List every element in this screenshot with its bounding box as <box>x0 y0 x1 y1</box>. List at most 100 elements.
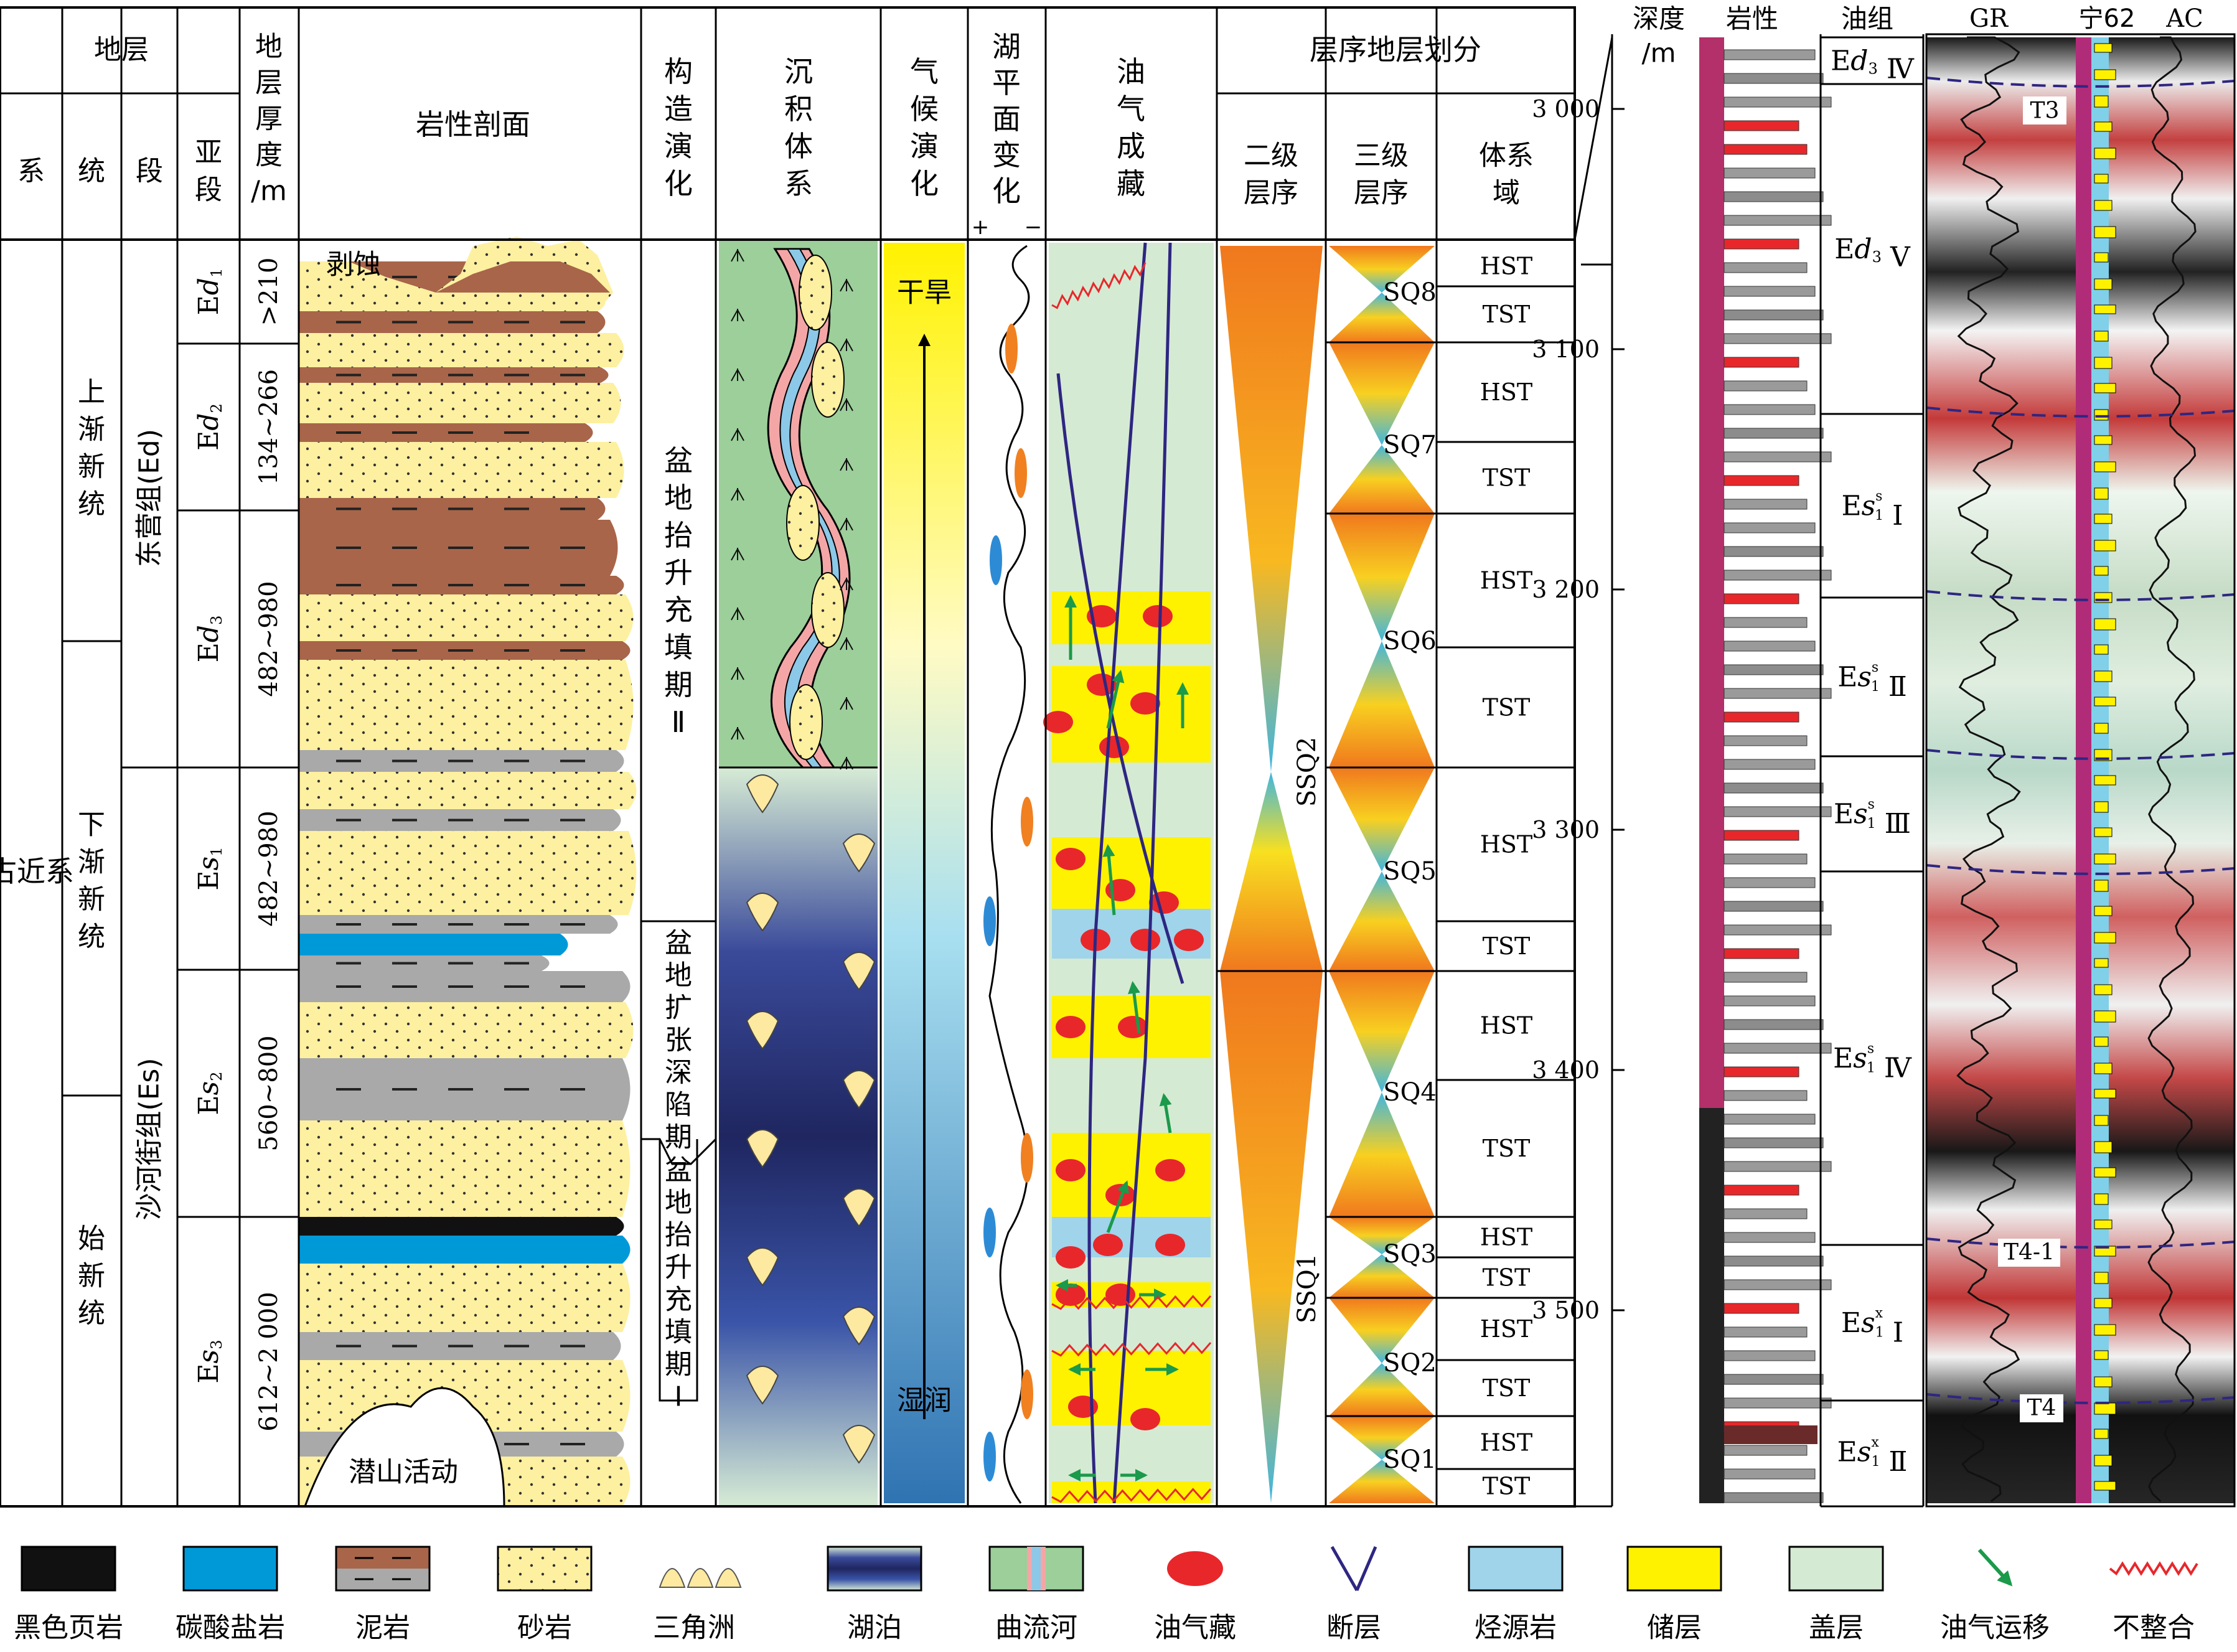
grass-mark <box>840 518 853 531</box>
well-stick-reservoir <box>2094 252 2109 263</box>
header-lithology: 岩性剖面 <box>416 108 530 141</box>
well-stick-magenta <box>2076 37 2091 1503</box>
tectonic-uplift-2: Ⅱ <box>672 705 686 739</box>
buried-hill-label: 潜山活动 <box>349 1457 458 1488</box>
delta-lobe <box>842 1425 876 1464</box>
oil-pool-marker <box>1130 692 1160 715</box>
formation-shahejie: 沙河街组(Es) <box>134 1058 166 1220</box>
well-bed <box>1723 664 1824 675</box>
oil-pool-marker <box>1056 1016 1086 1038</box>
tectonic-rift: 扩 <box>665 992 692 1024</box>
well-bed <box>1723 1161 1832 1172</box>
well-bed <box>1723 641 1816 652</box>
unconformity-wave <box>1051 1488 1212 1503</box>
well-bed <box>1723 546 1824 557</box>
header-sedimentary: 沉 <box>784 55 813 88</box>
sq-upper <box>1329 342 1435 445</box>
legend-label-delta: 三角洲 <box>653 1612 735 1644</box>
legend-label-sand: 砂岩 <box>517 1612 572 1644</box>
delta-lobe <box>746 1247 779 1287</box>
reservoir-band <box>1052 591 1211 644</box>
well-stick-reservoir <box>2094 43 2113 53</box>
header-climate: 化 <box>910 167 939 200</box>
series-upper: 上 <box>78 377 105 408</box>
series-eocene: 始 <box>78 1223 105 1255</box>
header-subsection-2: 段 <box>195 174 222 206</box>
well-bed <box>1723 593 1799 604</box>
lake-lens <box>983 896 996 946</box>
depth-unit: /m <box>1641 38 1676 68</box>
well-stick-reservoir <box>2094 487 2109 500</box>
header-strata: 地层 <box>94 34 149 66</box>
well-stick-reservoir <box>2094 331 2109 342</box>
tract-HST: HST <box>1480 1012 1533 1040</box>
header-accumulation: 气 <box>1117 92 1145 126</box>
header-thickness: 厚 <box>255 103 283 135</box>
grass-mark <box>731 727 744 740</box>
header-sedimentary: 积 <box>784 92 813 126</box>
well-stick-reservoir <box>2094 1455 2113 1467</box>
sq-label-0: SQ8 <box>1383 278 1437 307</box>
tectonic-uplift-2: 抬 <box>664 519 693 552</box>
well-bed <box>1723 735 1808 746</box>
header-section: 段 <box>136 156 163 187</box>
thickness-5: 612~2 000 <box>255 1292 283 1431</box>
sq-lower <box>1329 293 1435 342</box>
unconformity-wave <box>1051 1295 1212 1310</box>
sq-lower <box>1329 871 1435 971</box>
well-stick-reservoir <box>2094 1272 2109 1284</box>
oil-pool-marker <box>1174 929 1204 951</box>
lake-lens <box>1021 797 1033 847</box>
well-stick-reservoir <box>2094 1115 2109 1126</box>
tectonic-uplift-1: 充 <box>665 1284 692 1316</box>
well-bed <box>1723 404 1816 415</box>
oil-pool-marker <box>1155 1159 1185 1181</box>
well-name: 宁62 <box>2079 4 2136 33</box>
well-stick-reservoir <box>2094 409 2109 421</box>
well-bed <box>1723 1185 1799 1196</box>
well-bed <box>1723 1019 1824 1030</box>
legend-swatch-lake <box>827 1546 922 1592</box>
well-bed <box>1723 262 1808 273</box>
tract-TST: TST <box>1483 1264 1531 1292</box>
unconformity-wave <box>1051 262 1147 309</box>
tectonic-bracket-uplift <box>659 1139 698 1402</box>
well-stick-reservoir <box>2094 906 2113 916</box>
header-series: 统 <box>78 156 105 187</box>
well-bed <box>1723 570 1832 581</box>
grass-mark <box>840 279 853 292</box>
well-stick-reservoir <box>2094 958 2109 968</box>
legend-meander-channel <box>1032 1547 1041 1590</box>
horizon-line <box>1926 864 2235 875</box>
well-stick-reservoir <box>2094 827 2113 837</box>
horizon-line <box>1926 590 2235 601</box>
well-stick-reservoir <box>2094 514 2113 524</box>
well-stick-reservoir <box>2094 1167 2116 1178</box>
depth-label: 3 500 <box>1532 1297 1600 1324</box>
oil-pool-marker <box>1118 1016 1148 1038</box>
well-stick-reservoir <box>2094 853 2116 865</box>
well-bed <box>1723 806 1832 817</box>
well-bed <box>1723 1374 1824 1385</box>
header-systems-tract: 域 <box>1493 177 1520 209</box>
fault-line <box>1087 242 1147 1504</box>
series-eocene: 新 <box>78 1260 105 1292</box>
sq-lower <box>1329 1460 1435 1503</box>
tract-HST: HST <box>1480 831 1533 858</box>
lith-bed-shale <box>299 1217 624 1236</box>
migration-arrow <box>1106 1180 1129 1233</box>
delta-lobe <box>842 952 876 991</box>
gr-title: GR <box>1969 4 2009 33</box>
lake-level-column <box>983 245 1033 1504</box>
lake-lens <box>990 535 1002 585</box>
well-bed <box>1723 711 1799 723</box>
well-stick-reservoir <box>2094 95 2109 108</box>
legend-delta-lobe <box>687 1568 714 1588</box>
tract-TST: TST <box>1483 932 1531 960</box>
header-lake-level: 面 <box>992 102 1021 136</box>
well-bed <box>1723 617 1808 628</box>
